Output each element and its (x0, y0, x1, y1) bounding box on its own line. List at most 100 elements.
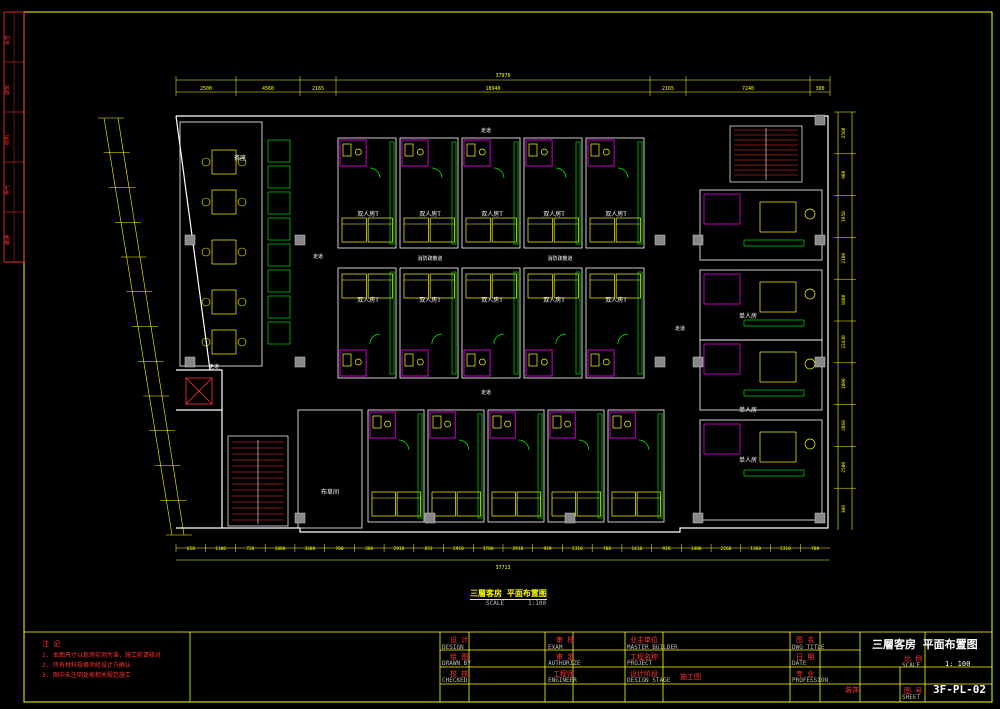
toilet (528, 143, 538, 157)
lounge-chair (237, 297, 247, 307)
guest-room (547, 409, 605, 523)
wardrobe (477, 413, 483, 519)
scale-cn: 比 例 (904, 655, 923, 663)
bottom-dim-label: 700 (335, 546, 343, 552)
sheet-title: 三層客房 平面布置图 (872, 638, 978, 651)
lounge-chair (201, 297, 211, 307)
note-2: 2. 所有材料规格须经设计方确认 (42, 662, 131, 669)
right-dim-label: 2100 (841, 253, 847, 264)
bottom-dim-label: 928 (662, 546, 670, 552)
scale-value: 1: 100 (945, 660, 971, 668)
bathroom (525, 139, 553, 167)
storage-unit (267, 165, 291, 189)
sheet-cn: 图 号 (904, 687, 923, 695)
basin (564, 420, 571, 428)
furniture-layer (201, 139, 816, 519)
wardrobe (597, 413, 603, 519)
basin (354, 148, 362, 156)
door-swing (617, 167, 629, 179)
bed (367, 273, 393, 299)
room-label: 双人房T (419, 210, 441, 218)
wardrobe (513, 271, 519, 375)
armchair (804, 358, 816, 370)
lounge-label: 茶座 (234, 154, 246, 162)
wardrobe (657, 413, 663, 519)
bottom-dim-label: 700 (603, 546, 611, 552)
overall-dim-bottom: 37713 (495, 565, 510, 571)
basin (444, 420, 451, 428)
basin (416, 148, 424, 156)
elevator-shaft (185, 377, 213, 405)
bottom-dim-label: 720 (246, 546, 254, 552)
bed (491, 217, 517, 243)
toilet (342, 353, 352, 367)
bottom-dim-label: 3780 (483, 546, 494, 552)
bathroom (587, 139, 615, 167)
bathroom (429, 411, 456, 439)
bed (341, 273, 367, 299)
bottom-dim-label: 700 (811, 546, 819, 552)
bathroom (463, 349, 491, 377)
project-cn: 工程名称 (630, 653, 658, 661)
bottom-dim-label: 1100 (215, 546, 226, 552)
bottom-dim-label: 306 (365, 546, 373, 552)
corridor-label: 走道 (209, 363, 219, 370)
wardrobe (637, 271, 643, 375)
bed (527, 217, 553, 243)
door-swing (493, 167, 505, 179)
bathroom (587, 349, 615, 377)
storage-unit (267, 321, 291, 345)
bed (431, 491, 456, 517)
door-swing (398, 439, 410, 451)
basin (478, 358, 486, 366)
storage-unit (267, 269, 291, 293)
strip-label: 结构 (4, 135, 11, 145)
bed (403, 273, 429, 299)
column (692, 356, 704, 368)
wardrobe (389, 271, 395, 375)
suite-counter (743, 389, 805, 397)
top-dim-label: 2500 (200, 86, 212, 92)
suite-bathroom (703, 423, 741, 455)
lounge-chair (201, 247, 211, 257)
suite-label: 单人房 (739, 456, 757, 464)
suite-bed (759, 201, 797, 233)
strip-label: 暖通 (4, 235, 11, 245)
toilet (404, 143, 414, 157)
basin (384, 420, 391, 428)
column (814, 114, 826, 126)
stair-right (729, 125, 803, 183)
right-dim-label: 2060 (841, 420, 847, 431)
wardrobe (451, 271, 457, 375)
wardrobe (537, 413, 543, 519)
bed (371, 491, 396, 517)
storage-unit (267, 139, 291, 163)
lounge-table (211, 189, 237, 215)
suite-bathroom (703, 273, 741, 305)
room-label: 双人房T (605, 296, 627, 304)
bed (553, 273, 579, 299)
overall-dim-top: 37970 (495, 73, 510, 79)
basin (540, 358, 548, 366)
bottom-dim-label: 1080 (275, 546, 286, 552)
lounge-area (179, 121, 263, 367)
toilet (492, 415, 502, 429)
column (564, 512, 576, 524)
toilet (466, 353, 476, 367)
wardrobe (389, 141, 395, 245)
storage-unit (267, 243, 291, 267)
door-swing (369, 167, 381, 179)
bathroom (525, 349, 553, 377)
drawn-en: DRAWN BY (442, 660, 471, 667)
stage-cn: 设计阶段 (630, 670, 658, 678)
bed (367, 217, 393, 243)
lounge-chair (237, 157, 247, 167)
exam-en: EXAM (548, 644, 563, 651)
corridor-label: 走道 (481, 389, 491, 396)
stair-left (227, 435, 289, 527)
bathroom (609, 411, 636, 439)
notes-heading: 注 记 (42, 640, 61, 648)
bed (465, 273, 491, 299)
guest-room (399, 137, 459, 249)
